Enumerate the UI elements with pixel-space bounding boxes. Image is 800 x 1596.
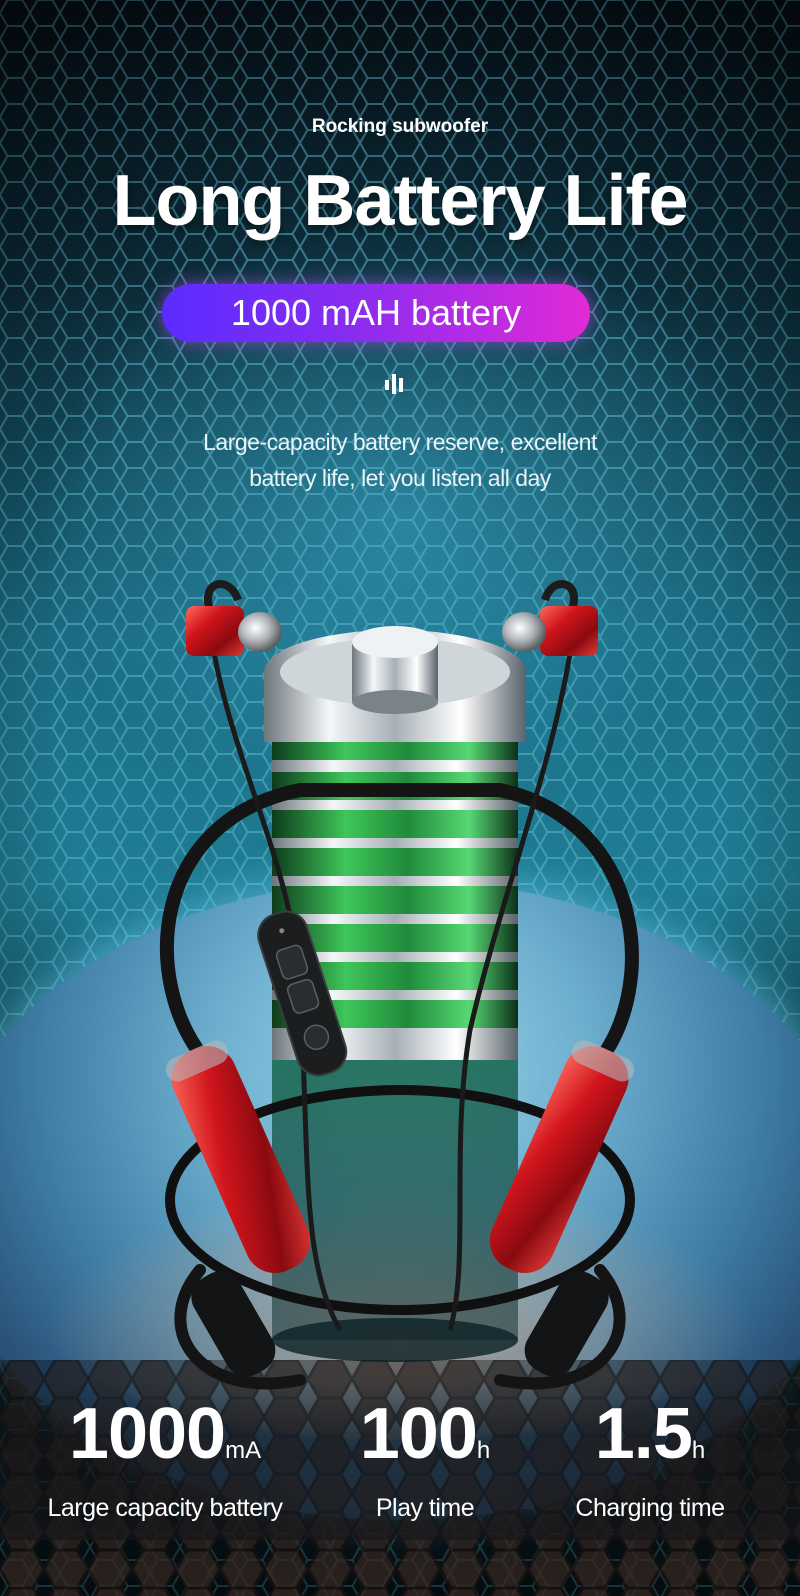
stat-charging-time: 1.5h Charging time xyxy=(545,1394,755,1525)
description: Large-capacity battery reserve, excellen… xyxy=(120,424,680,496)
subtitle: Rocking subwoofer xyxy=(311,116,489,137)
stat-battery-value: 1000mA xyxy=(30,1394,300,1491)
stat-play-unit: h xyxy=(476,1437,491,1464)
stat-play-number: 100 xyxy=(359,1394,478,1474)
page-title: Long Battery Life xyxy=(112,161,688,241)
stat-charging-unit: h xyxy=(691,1437,706,1464)
stat-play-label: Play time xyxy=(375,1494,475,1522)
product-illustration xyxy=(159,580,639,1390)
stat-play-time: 100h Play time xyxy=(330,1394,520,1525)
battery-badge: 1000 mAH battery xyxy=(162,284,590,342)
description-line-1: Large-capacity battery reserve, excellen… xyxy=(203,429,597,455)
stat-charging-number: 1.5 xyxy=(594,1394,693,1474)
stats-band xyxy=(0,1380,800,1540)
stat-charging-label: Charging time xyxy=(575,1494,725,1522)
stat-play-value: 100h xyxy=(330,1394,520,1491)
stat-charging-value: 1.5h xyxy=(545,1394,755,1491)
description-line-2: battery life, let you listen all day xyxy=(249,465,551,491)
stat-battery-capacity: 1000mA Large capacity battery xyxy=(30,1394,300,1525)
stat-battery-unit: mA xyxy=(225,1437,262,1464)
stat-battery-label: Large capacity battery xyxy=(47,1494,283,1522)
sound-wave-icon xyxy=(385,374,403,394)
stat-battery-number: 1000 xyxy=(68,1394,226,1474)
battery-badge-label: 1000 mAH battery xyxy=(230,292,522,333)
